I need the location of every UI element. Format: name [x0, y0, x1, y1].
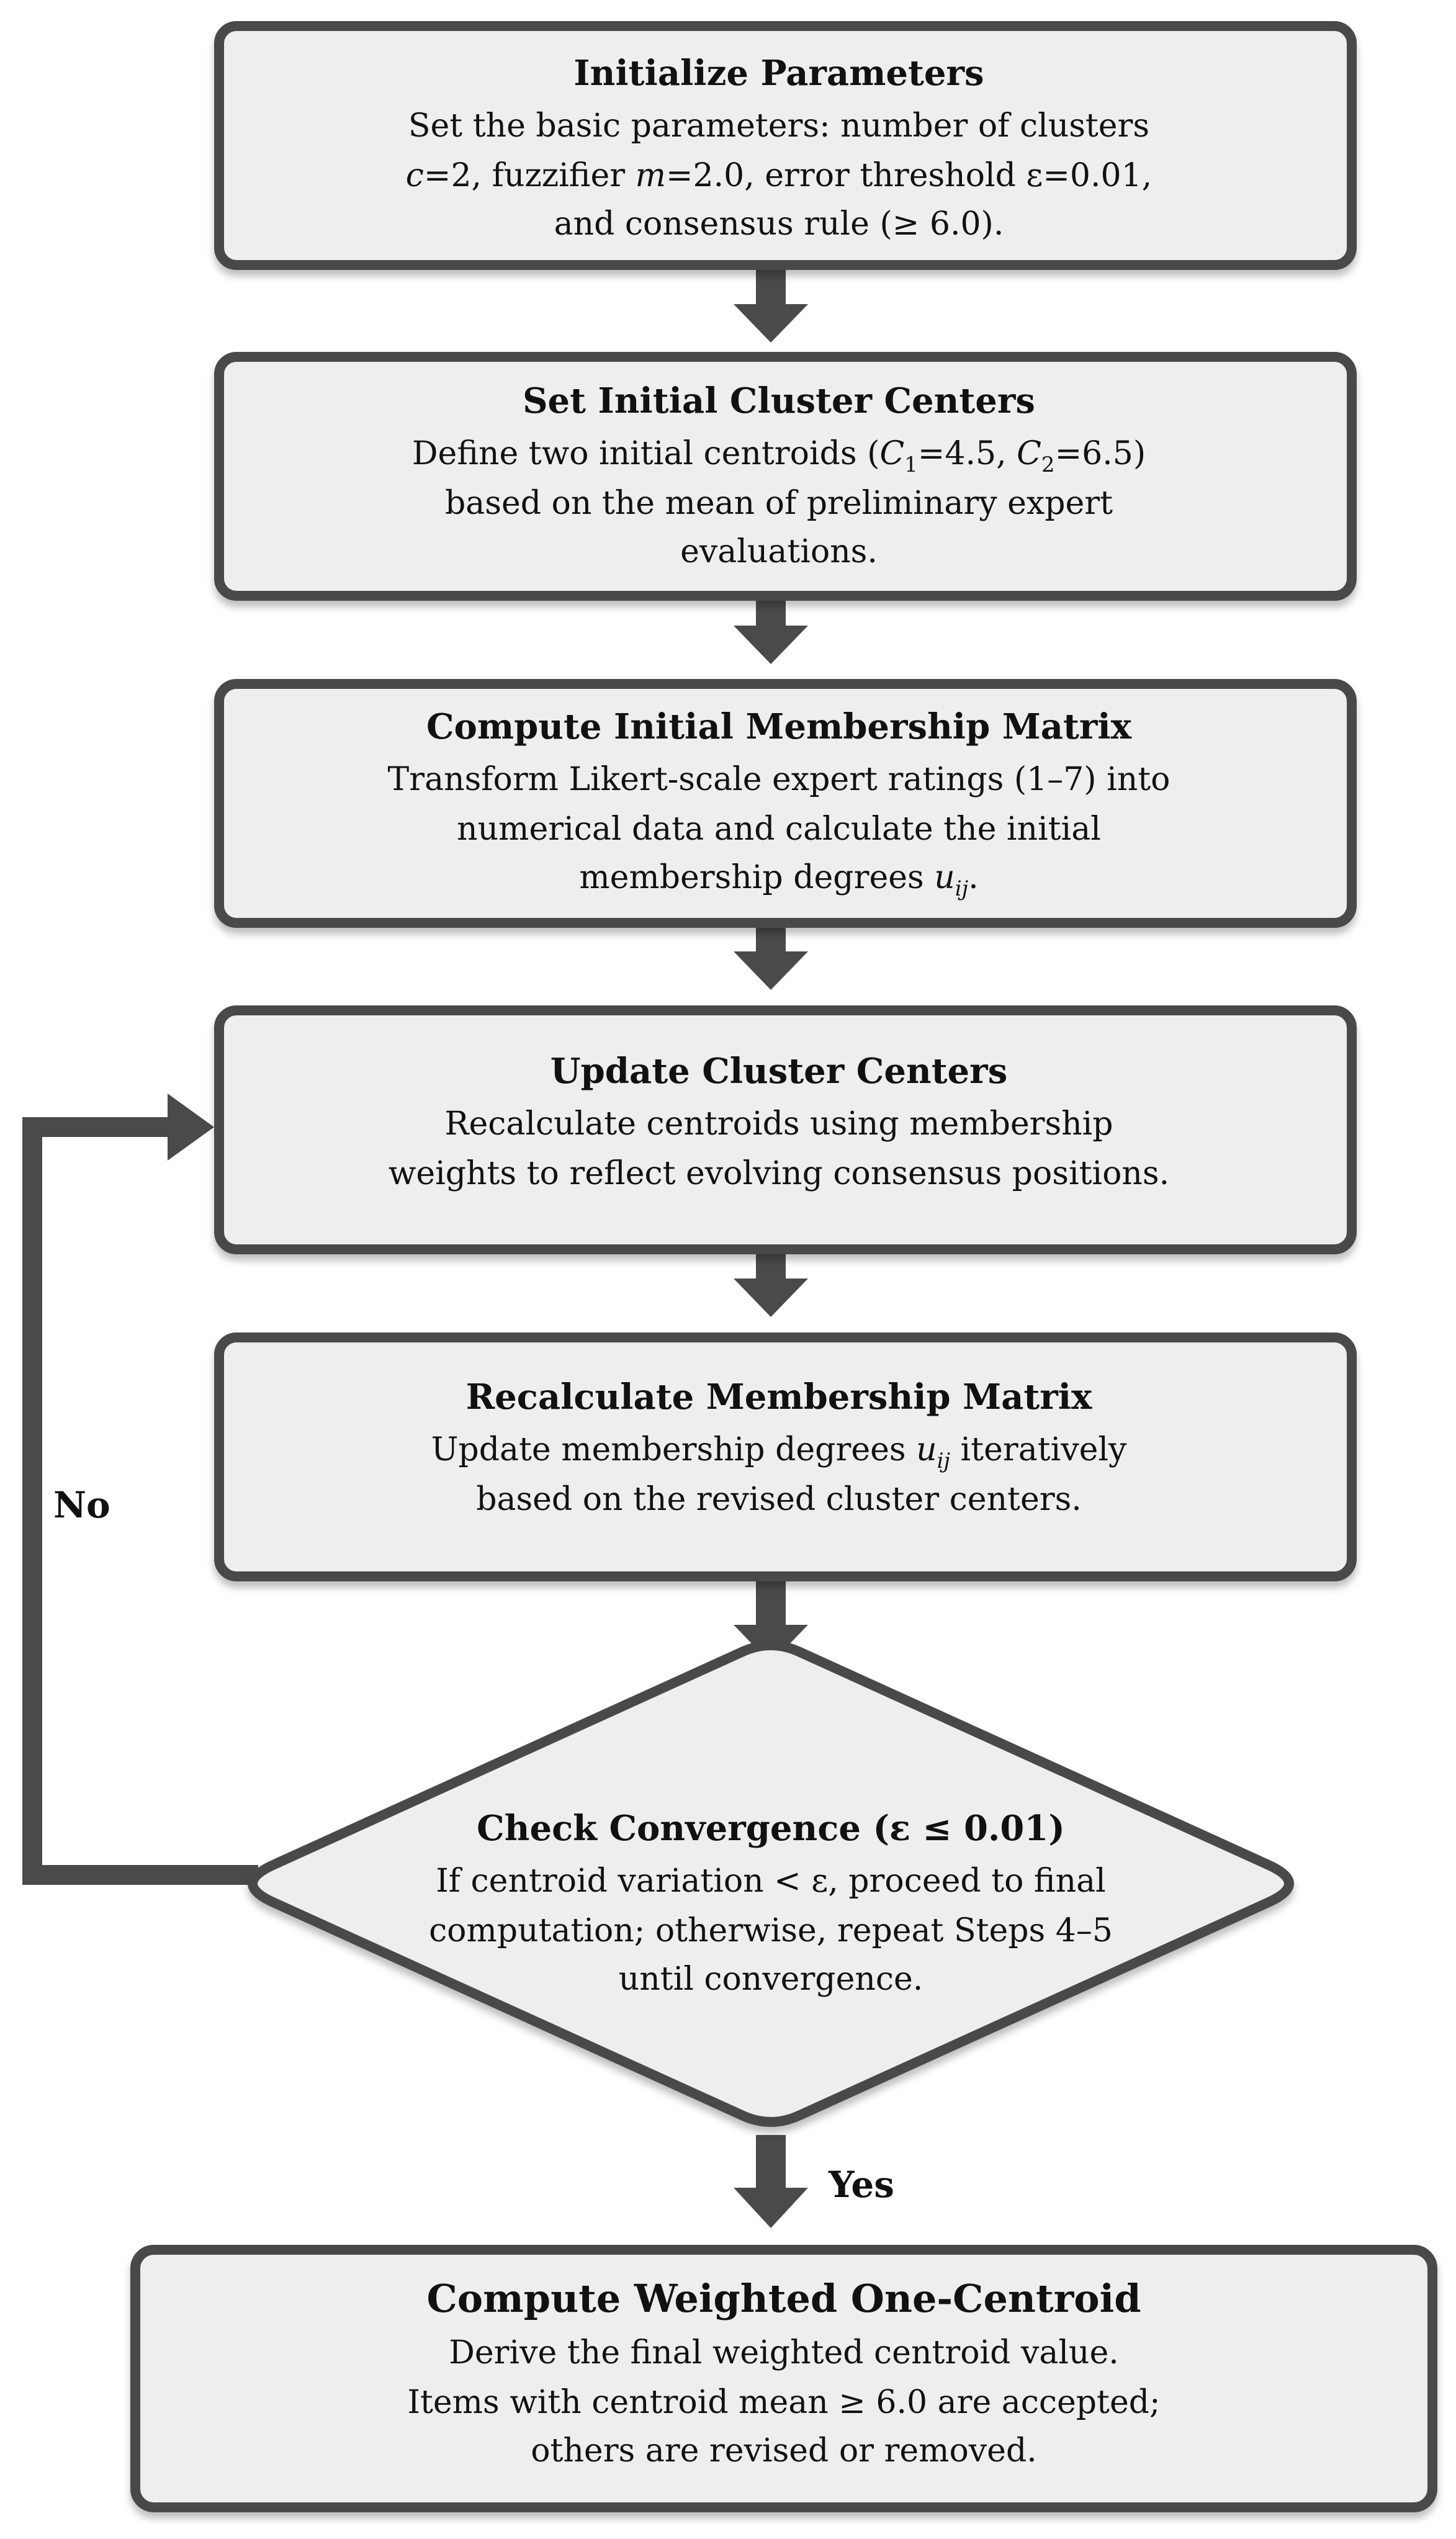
step-body-line: Update membership degrees uij iterativel… [431, 1431, 1127, 1473]
step-body-line: numerical data and calculate the initial [457, 811, 1101, 848]
yes-branch-label: Yes [828, 2164, 894, 2206]
final-title: Compute Weighted One-Centroid [426, 2276, 1141, 2321]
step-body-line: evaluations. [680, 533, 878, 570]
decision-body-line: If centroid variation < ε, proceed to fi… [436, 1863, 1106, 1900]
no-loop-connector [22, 1094, 258, 1885]
step-box-initialize-parameters: Initialize Parameters Set the basic para… [214, 21, 1357, 270]
step-box-set-initial-cluster-centers: Set Initial Cluster Centers Define two i… [214, 352, 1357, 601]
step-box-recalculate-membership-matrix: Recalculate Membership Matrix Update mem… [214, 1332, 1357, 1581]
arrow-1-to-2 [734, 259, 808, 343]
final-box-compute-weighted-one-centroid: Compute Weighted One-Centroid Derive the… [130, 2245, 1437, 2512]
step-body-line: based on the mean of preliminary expert [445, 485, 1113, 522]
step-body-line: Define two initial centroids (C1=4.5, C2… [412, 435, 1146, 477]
step-box-compute-initial-membership-matrix: Compute Initial Membership Matrix Transf… [214, 679, 1357, 928]
step-body-line: weights to reflect evolving consensus po… [389, 1155, 1169, 1192]
decision-title: Check Convergence (ε ≤ 0.01) [477, 1808, 1065, 1849]
step-body-line: and consensus rule (≥ 6.0). [554, 205, 1004, 243]
step-title: Set Initial Cluster Centers [523, 380, 1035, 421]
final-body-line: Derive the final weighted centroid value… [449, 2334, 1119, 2371]
step-title: Recalculate Membership Matrix [466, 1377, 1092, 1418]
decision-check-convergence: Check Convergence (ε ≤ 0.01) If centroid… [248, 1640, 1294, 2127]
step-body-line: based on the revised cluster centers. [476, 1481, 1082, 1518]
arrow-decision-to-final [734, 2135, 808, 2228]
step-box-update-cluster-centers: Update Cluster Centers Recalculate centr… [214, 1005, 1357, 1254]
decision-body-line: until convergence. [619, 1961, 923, 1998]
decision-body-line: computation; otherwise, repeat Steps 4–5 [429, 1912, 1113, 1949]
step-body-line: c=2, fuzzifier m=2.0, error threshold ε=… [406, 157, 1152, 194]
final-body-line: Items with centroid mean ≥ 6.0 are accep… [407, 2384, 1160, 2421]
step-title: Initialize Parameters [573, 53, 984, 94]
step-body-line: Transform Likert-scale expert ratings (1… [388, 761, 1171, 798]
step-body-line: membership degrees uij. [579, 859, 978, 901]
no-branch-label: No [53, 1484, 110, 1526]
step-title: Compute Initial Membership Matrix [426, 706, 1132, 747]
final-body-line: others are revised or removed. [531, 2432, 1037, 2469]
step-body-line: Set the basic parameters: number of clus… [408, 107, 1149, 145]
step-body-line: Recalculate centroids using membership [444, 1105, 1113, 1143]
step-title: Update Cluster Centers [550, 1051, 1007, 1092]
